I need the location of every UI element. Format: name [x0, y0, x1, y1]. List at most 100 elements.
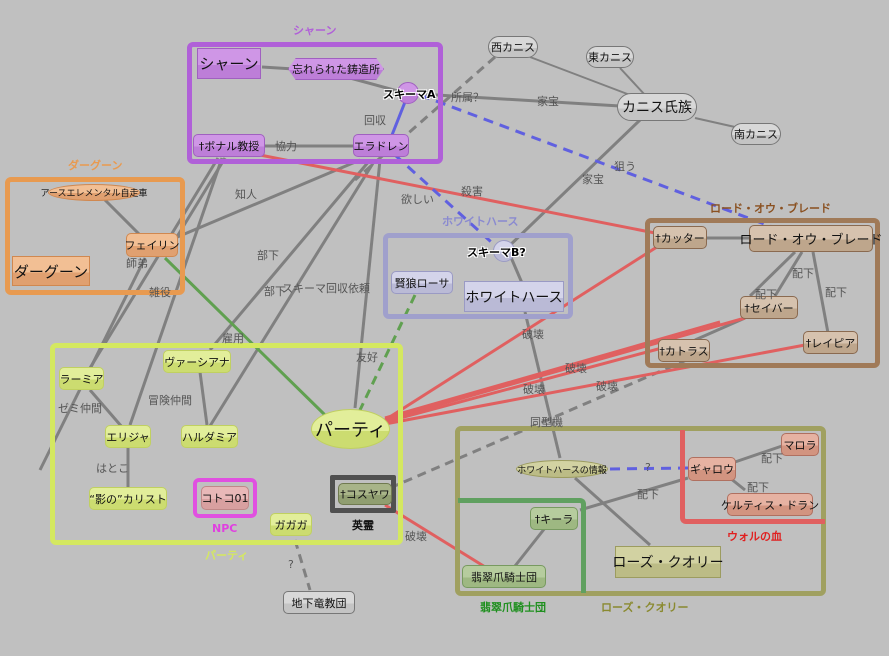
edge-label-cooperate: 協力 [275, 140, 297, 153]
edge-label-subordinate1: 部下 [257, 249, 279, 262]
node-gagaga[interactable]: ガガガ [270, 513, 312, 536]
group-title-dagoon: ダーグーン [68, 159, 123, 172]
node-kosuyawa[interactable]: †コスヤワ [338, 483, 392, 505]
node-forgotten-forge[interactable]: 忘れられた鋳造所 [288, 58, 384, 80]
node-east-kanis[interactable]: 東カニス [586, 46, 634, 68]
edge-eladren-party [353, 159, 382, 409]
edge-label-acquaintance: 知人 [235, 188, 257, 201]
node-haldamia[interactable]: ハルダミア [181, 425, 238, 448]
node-cutlass[interactable]: †カトラス [658, 339, 710, 362]
edge-label-same-model: 同型機 [530, 416, 563, 429]
edge-west-kanis [529, 56, 631, 96]
edge-label-heirloom1: 家宝 [537, 95, 559, 108]
node-schema-a[interactable]: スキーマA [383, 88, 436, 101]
edge-label-question2: ? [288, 558, 294, 571]
edge-party-rapier2 [384, 320, 721, 420]
node-cutter[interactable]: †カッター [653, 226, 707, 249]
edge-info-rosequarry [574, 476, 651, 547]
group-title-whitehearse: ホワイトハース [442, 215, 519, 228]
node-whitehearse[interactable]: ホワイトハース [464, 281, 564, 312]
group-frame-dagoon [5, 177, 185, 295]
node-lord-of-blade[interactable]: ロード・オウ・ブレード [740, 225, 883, 252]
node-bonal[interactable]: †ボナル教授 [193, 134, 265, 157]
edge-label-subordinate2: 部下 [264, 285, 286, 298]
node-shaan[interactable]: シャーン [197, 48, 261, 79]
node-eladren[interactable]: エラドレン [353, 134, 409, 157]
node-kotoko01[interactable]: コトコ01 [201, 486, 249, 510]
edge-label-haika6: 配下 [747, 481, 769, 494]
edge-lob-rapier [811, 251, 830, 334]
node-earth-elemental-car[interactable]: アースエレメンタル自走車 [41, 184, 148, 201]
edge-label-destroy4: 破壊 [596, 380, 618, 393]
edge-label-schema-request: スキーマ回収依頼 [282, 282, 370, 295]
node-rose-quarry[interactable]: ローズ・クオリー [612, 546, 724, 578]
edge-bonal-cutter [259, 153, 656, 235]
edge-varsiana-haldamia [198, 371, 209, 426]
node-schema-b-marker[interactable] [493, 240, 515, 262]
edge-party-saber [384, 316, 746, 422]
node-wise-wolf-rosa[interactable]: 賢狼ローサ [391, 271, 453, 294]
node-marola[interactable]: マロラ [781, 433, 819, 456]
node-varsiana[interactable]: ヴァーシアナ [163, 350, 231, 373]
node-schema-a-marker[interactable] [397, 82, 419, 104]
edge-label-destroy5: 破壊 [405, 530, 427, 543]
node-keltis-doran[interactable]: ケルティス・ドラン [721, 493, 819, 516]
edge-party-rapier [384, 343, 806, 426]
edge-ramia-elijah [88, 389, 124, 428]
edge-label-recover: 回収 [364, 114, 386, 127]
edge-gyarou-info-dashed [609, 466, 689, 471]
node-kalist[interactable]: “影の”カリスト [89, 487, 167, 510]
edge-label-destroy3: 破壊 [523, 383, 545, 396]
node-elijah[interactable]: エリジャ [105, 425, 151, 448]
node-emerald-claw[interactable]: 翡翠爪騎士団 [462, 565, 546, 588]
edge-label-haika3: 配下 [825, 286, 847, 299]
node-saber[interactable]: †セイバー [740, 296, 798, 319]
node-whitehearse-info[interactable]: ホワイトハースの情報 [516, 460, 608, 478]
group-frame-eirei [330, 475, 396, 513]
edge-lob-saber [748, 250, 797, 298]
edge-kiira-emerald [513, 527, 547, 567]
edge-gyarou-marola [734, 444, 783, 464]
edge-label-destroy2: 破壊 [565, 362, 587, 375]
edge-east-kanis [619, 67, 646, 96]
edge-kiira-gyarou [579, 476, 689, 512]
node-schema-b[interactable]: スキーマB? [467, 246, 526, 259]
edge-label-friendly: 友好 [356, 351, 378, 364]
edge-label-heirloom2: 家宝 [582, 173, 604, 186]
edge-label-target: 狙う [614, 160, 636, 173]
node-underdark-cult[interactable]: 地下竜教団 [283, 591, 355, 614]
edge-label-murder: 殺害 [461, 185, 483, 198]
node-party[interactable]: パーティ [311, 409, 390, 449]
edge-eladren-faylin [174, 158, 361, 240]
group-frame-rose-quarry [455, 426, 826, 596]
node-west-kanis[interactable]: 西カニス [488, 36, 538, 58]
group-title-npc: NPC [212, 522, 238, 535]
group-title-lord-of-blade: ロード・オウ・ブレード [710, 202, 831, 215]
edge-eladren-schemaB-dashed [393, 153, 502, 252]
node-faylin[interactable]: フェイリン [125, 233, 180, 257]
group-frame-emerald-claw [458, 498, 586, 593]
edge-eladren-varsiana [208, 159, 372, 351]
edge-gagaga-cult-dashed [293, 539, 312, 591]
node-dagoon[interactable]: ダーグーン [12, 256, 90, 286]
edge-eladren-schemaA-recover [390, 101, 407, 136]
group-title-emerald-claw: 翡翠爪騎士団 [480, 601, 546, 614]
node-gyarou[interactable]: ギャロウ [688, 457, 736, 481]
edge-label-belongs: 所属？ [451, 91, 484, 104]
edge-label-hire: 雇用 [222, 332, 244, 345]
node-south-kanis[interactable]: 南カニス [731, 123, 781, 145]
node-rapier[interactable]: †レイピア [803, 331, 858, 354]
edge-label-apprentice: 師弟 [126, 257, 148, 270]
edge-label-haika1: 配下 [792, 267, 814, 280]
edge-faylin-car [103, 198, 142, 237]
edge-label-haika5: 配下 [761, 452, 783, 465]
node-kanis-clan[interactable]: カニス氏族 [617, 93, 697, 121]
edge-label-question1: ? [645, 461, 651, 474]
edge-whitehearse-info [523, 311, 562, 459]
node-ramia[interactable]: ラーミア [59, 367, 104, 390]
edge-party-cutlass [384, 346, 663, 424]
edge-label-seminar: ゼミ仲間 [58, 402, 102, 415]
edge-label-cousin: はとこ [96, 462, 129, 475]
node-kiira[interactable]: †キーラ [530, 507, 578, 530]
edge-label-haika2: 配下 [755, 288, 777, 301]
